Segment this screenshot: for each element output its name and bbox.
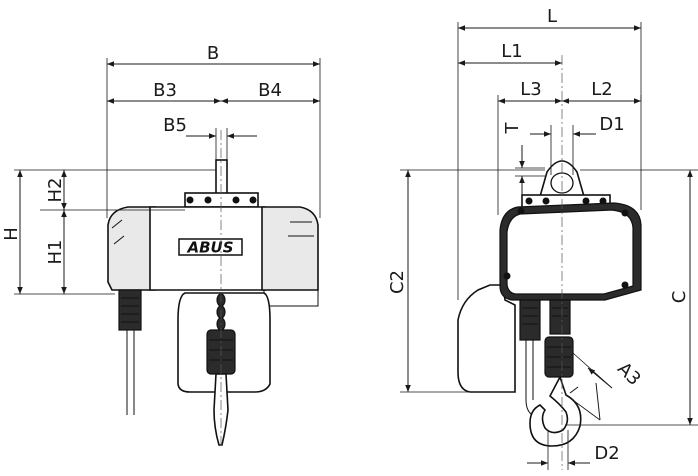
front-brand-label: ABUS	[186, 239, 233, 257]
dim-B4-label: B4	[258, 80, 282, 101]
dim-L3-label: L3	[520, 79, 541, 100]
dim-H2-label: H2	[45, 178, 66, 203]
side-cable-gland-left	[519, 299, 541, 341]
dim-H1-label: H1	[45, 240, 66, 265]
dim-B-label: B	[207, 43, 219, 64]
dim-L1-label: L1	[501, 41, 522, 62]
front-cable-gland	[118, 289, 142, 331]
dim-T-label: T	[502, 122, 523, 135]
front-dimensions: B B3 B4 B5 H H2 H1	[1, 43, 321, 295]
front-housing-left	[107, 206, 156, 291]
dim-L2-label: L2	[591, 79, 612, 100]
side-cable-gland-right	[549, 299, 571, 335]
dim-H-label: H	[1, 227, 22, 241]
dim-L-label: L	[547, 6, 557, 27]
dim-C-label: C	[669, 291, 690, 304]
front-suspension-bracket	[184, 192, 259, 208]
side-view	[457, 55, 642, 470]
front-suspension-shaft	[215, 159, 228, 197]
dim-D2-label: D2	[594, 443, 619, 464]
dim-A3-label: A3	[613, 358, 645, 390]
front-brand-plate	[178, 238, 243, 256]
side-chain-bag	[457, 284, 516, 393]
side-housing-face	[506, 209, 634, 295]
dim-B3-label: B3	[153, 80, 177, 101]
dim-B5-label: B5	[163, 115, 187, 136]
side-hook	[529, 374, 582, 447]
front-view: ABUS	[107, 130, 319, 448]
dim-C2-label: C2	[387, 270, 408, 294]
side-control-cable	[525, 340, 535, 417]
front-housing-right	[261, 206, 319, 291]
dim-D1-label: D1	[599, 114, 624, 135]
front-control-cable	[126, 330, 135, 415]
side-dimensions: L L1 L3 L2 D1 T C2 C A3	[387, 6, 698, 470]
